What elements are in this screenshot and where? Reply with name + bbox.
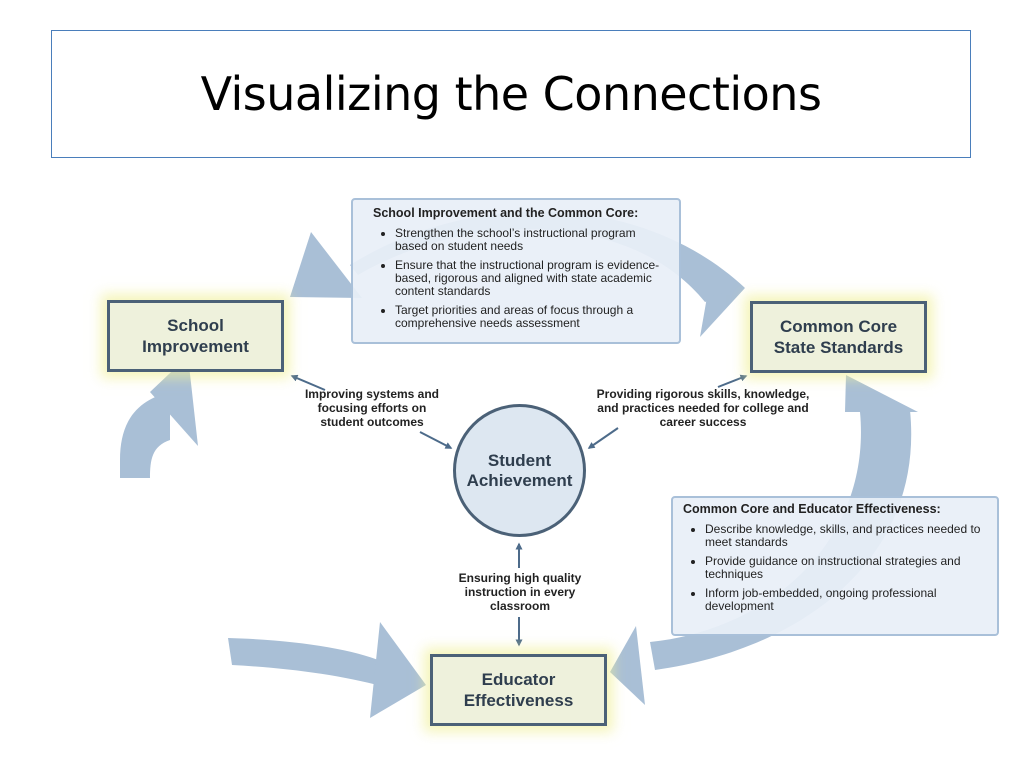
node-common-core-state-standards: Common Core State Standards [750, 301, 927, 373]
connector-to-school [290, 374, 326, 391]
panel-common-core-educator-effectiveness: Common Core and Educator Effectiveness: … [671, 496, 999, 636]
panel-school-improvement-common-core: School Improvement and the Common Core: … [351, 198, 681, 344]
node-educator-effectiveness: Educator Effectiveness [430, 654, 607, 726]
cycle-arrowhead-top-right [700, 288, 745, 337]
title-box: Visualizing the Connections [51, 30, 971, 158]
connector-school-to-student [419, 431, 453, 449]
panel-top-bullet: Target priorities and areas of focus thr… [395, 304, 669, 330]
slide-title: Visualizing the Connections [200, 67, 822, 121]
node-student-achievement-label: Student Achievement [466, 450, 573, 490]
connector-to-core [717, 374, 748, 388]
panel-right-list: Describe knowledge, skills, and practice… [683, 523, 985, 613]
cycle-arrowhead-bottom-left [370, 622, 426, 718]
panel-right-bullet: Describe knowledge, skills, and practice… [705, 523, 985, 549]
connector-core-to-student [587, 427, 619, 449]
node-school-improvement-label: School Improvement [142, 316, 249, 356]
cycle-arrowhead-right-top [845, 375, 918, 412]
panel-top-bullet: Ensure that the instructional program is… [395, 259, 669, 298]
panel-right-heading: Common Core and Educator Effectiveness: [683, 502, 941, 516]
panel-top-bullet: Strengthen the school’s instructional pr… [395, 227, 669, 253]
link-label-educator-to-student: Ensuring high quality instruction in eve… [458, 571, 582, 613]
link-label-school-to-student: Improving systems and focusing efforts o… [304, 387, 440, 429]
cycle-arrowhead-top-left [290, 232, 362, 298]
cycle-arrow-left [120, 392, 170, 478]
panel-right-bullet: Provide guidance on instructional strate… [705, 555, 985, 581]
panel-right-bullet: Inform job-embedded, ongoing professiona… [705, 587, 985, 613]
cycle-arrowhead-right-bottom [610, 626, 645, 705]
node-school-improvement: School Improvement [107, 300, 284, 372]
cycle-arrowhead-left [150, 356, 198, 446]
panel-top-list: Strengthen the school’s instructional pr… [373, 227, 669, 330]
node-common-core-label: Common Core State Standards [773, 317, 904, 357]
node-educator-effectiveness-label: Educator Effectiveness [463, 670, 574, 710]
panel-top-heading: School Improvement and the Common Core: [373, 206, 639, 220]
node-student-achievement: Student Achievement [453, 404, 586, 537]
link-label-core-to-student: Providing rigorous skills, knowledge, an… [596, 387, 810, 429]
cycle-arrow-bottom-left [228, 638, 395, 690]
